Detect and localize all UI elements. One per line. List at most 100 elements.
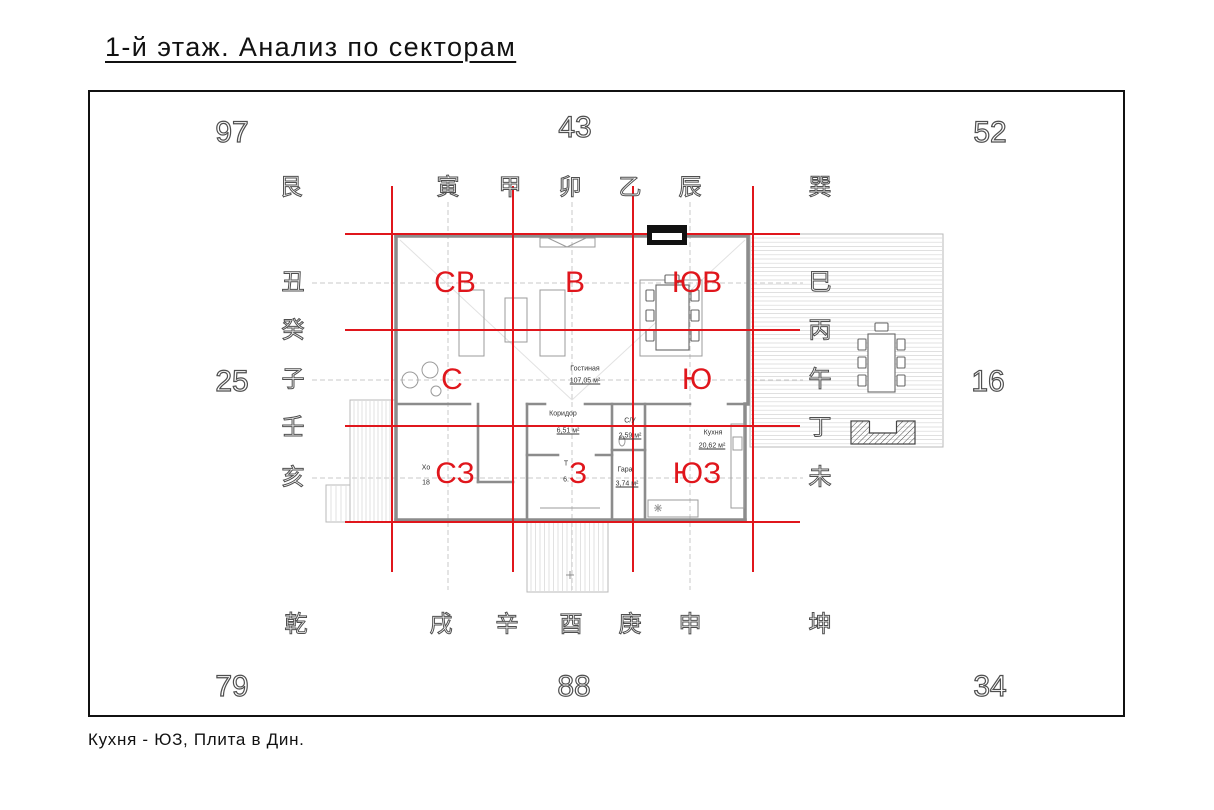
caption-note: Кухня - ЮЗ, Плита в Дин. <box>88 730 305 749</box>
terrace-chair <box>874 322 889 332</box>
room-area-hall: 18 <box>422 479 430 487</box>
fireplace-line <box>566 237 587 248</box>
grill-opening <box>869 420 897 433</box>
room-name-tech: Т <box>563 460 569 468</box>
room-name-corridor: Коридор <box>549 410 577 418</box>
number-top-right: 52 <box>973 116 1008 149</box>
room-area-corridor: 6,51 м² <box>556 427 580 435</box>
dining-chair <box>645 289 655 302</box>
terrace <box>749 233 944 448</box>
entry-stairs-outline <box>526 521 609 593</box>
armchair <box>401 371 419 389</box>
room-area-kitchen: 20,62 м² <box>698 442 726 450</box>
grill-opening-edge <box>868 421 898 434</box>
terrace-outline <box>749 233 944 448</box>
mountain-label: 亥 <box>281 464 305 491</box>
terrace-table <box>867 333 896 393</box>
terrace-dining-set <box>857 322 906 393</box>
side-porch <box>325 399 396 523</box>
chimney <box>647 225 687 245</box>
sofa <box>458 289 485 357</box>
number-top-left: 97 <box>215 116 250 149</box>
dining-chair <box>645 329 655 342</box>
terrace-chair <box>896 374 906 387</box>
room-name-hall: Хо <box>421 464 431 472</box>
number-top: 43 <box>558 111 593 144</box>
sector-label-ne: СВ <box>434 266 476 299</box>
dining-chair <box>690 289 700 302</box>
terrace-chair <box>896 338 906 351</box>
side-table <box>430 385 442 397</box>
mountain-label: 坤 <box>808 611 832 638</box>
terrace-chair <box>857 374 867 387</box>
terrace-decking <box>751 237 942 445</box>
living-room-furniture <box>401 237 596 397</box>
sofa <box>539 289 566 357</box>
grill <box>850 420 916 445</box>
number-left: 25 <box>215 365 250 398</box>
terrace-chair <box>896 356 906 369</box>
mountain-label: 辰 <box>678 174 702 201</box>
fireplace <box>539 237 596 248</box>
room-area-tech: 6. <box>563 476 569 484</box>
porch-step-lines <box>330 486 347 521</box>
fireplace-line <box>547 237 568 248</box>
dining-chair <box>645 309 655 322</box>
room-name-bathroom: С/У <box>624 417 636 425</box>
terrace-chair <box>857 338 867 351</box>
mountain-label: 寅 <box>436 174 460 201</box>
room-name-living: Гостиная <box>570 365 600 373</box>
entry-stairs <box>526 521 609 593</box>
sector-label-sw: ЮЗ <box>672 457 722 490</box>
mountain-label: 卯 <box>558 174 582 201</box>
mountain-label: 壬 <box>281 414 305 441</box>
mountain-label: 丁 <box>808 414 832 441</box>
number-bottom-right: 34 <box>973 670 1008 703</box>
armchair <box>421 361 439 379</box>
dining-chair <box>664 274 680 284</box>
mountain-label: 戌 <box>429 611 453 638</box>
sector-label-n: С <box>441 363 463 396</box>
mountain-label: 癸 <box>281 317 305 344</box>
page-title: 1-й этаж. Анализ по секторам <box>105 32 517 62</box>
chimney-inner <box>652 233 682 240</box>
number-bottom: 88 <box>557 670 592 703</box>
mountain-label: 辛 <box>495 611 519 638</box>
mountain-label: 午 <box>808 366 832 393</box>
mountain-label: 丙 <box>808 317 832 344</box>
stove-mark <box>654 504 662 512</box>
sector-label-se: ЮВ <box>671 266 723 299</box>
mountain-label: 乾 <box>284 611 308 638</box>
dining-chair <box>690 309 700 322</box>
mountain-label: 申 <box>678 611 702 638</box>
room-name-kitchen: Кухня <box>703 429 723 437</box>
sector-label-w: З <box>568 457 588 490</box>
toilet <box>618 435 626 447</box>
porch-decking <box>353 401 391 521</box>
kitchen-counter <box>647 499 699 518</box>
entry-step-lines <box>530 523 604 591</box>
mountain-label: 巳 <box>808 269 832 296</box>
mountain-label: 庚 <box>618 611 642 638</box>
number-bottom-left: 79 <box>215 670 250 703</box>
interior-walls <box>396 402 747 522</box>
kitchen-fixtures <box>540 423 745 518</box>
exterior-walls <box>394 234 750 522</box>
mountain-label: 巽 <box>808 174 832 201</box>
mountain-label: 艮 <box>279 174 303 201</box>
dining-set <box>639 274 703 357</box>
kitchen-counter <box>730 423 745 509</box>
mountain-label: 乙 <box>618 174 642 201</box>
room-area-wardrobe: 3,74 м² <box>615 480 639 488</box>
coffee-table <box>504 297 528 343</box>
room-name-wardrobe: Гара <box>617 466 633 474</box>
mountain-label: 丑 <box>281 269 305 296</box>
mountain-label: 甲 <box>498 174 522 201</box>
room-area-living: 107,05 м² <box>569 377 601 385</box>
ceiling-line <box>399 239 573 401</box>
room-area-bathroom: 2,59 м² <box>618 432 642 440</box>
sector-grid <box>345 186 800 572</box>
mountain-label: 未 <box>808 464 832 491</box>
dining-table <box>655 284 690 351</box>
kitchen-sink <box>732 436 743 451</box>
